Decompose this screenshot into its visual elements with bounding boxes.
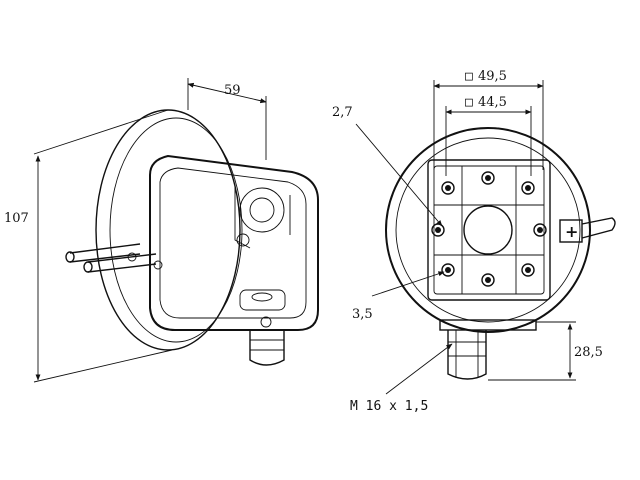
leader-2-7 [355,123,443,227]
plus-sign: + [565,222,578,241]
dim-107-ext-bottom [33,349,173,383]
housing-rim [109,117,243,343]
front-cover-inner [159,167,307,319]
housing-inner-circle [395,137,581,323]
bottom-flange [439,319,537,331]
pressure-nozzle-plus [581,217,616,239]
mounting-plate [427,159,551,301]
dim-59-line [187,82,267,104]
gland-opening [251,292,273,302]
nozzle-tip-upper [65,251,75,263]
label-3-5: 3,5 [352,307,373,322]
dim-28-label: 28,5 [574,345,603,360]
mounting-plate-inner [433,165,545,295]
housing-outer-circle [385,127,591,333]
cable-gland-front [447,330,487,380]
dim-59-label: 59 [224,83,241,98]
nozzle-block [559,219,583,243]
front-cover [149,154,319,331]
hole [481,273,495,287]
label-2-7: 2,7 [332,105,353,120]
adjust-knob [239,187,285,233]
center-bore [463,205,513,255]
pressure-nozzle-lower [87,253,157,273]
front-view: + □ 49,5 □ 44,5 2,7 3,5 28,5 M 16 x 1,5 [332,69,616,414]
nozzle-tip-lower [83,261,93,273]
dim-107-ext-top [33,109,169,155]
adjust-knob-center [249,197,275,223]
cable-gland-base [239,289,286,311]
mechanism-lines [234,185,291,249]
cable-gland-front-ribs [448,330,486,378]
hole [521,181,535,195]
cable-gland [249,330,285,366]
leader-thread [385,343,453,395]
dim-49-label: 49,5 [478,69,507,84]
housing-back-disc [95,109,241,351]
nozzle-screw [127,252,137,262]
plate-divisions [434,166,544,294]
dim-44-label: 44,5 [478,95,507,110]
hole [533,223,547,237]
hole [441,263,455,277]
hole [521,263,535,277]
square-mark-inner: □ [465,95,473,110]
hole [441,181,455,195]
perspective-view: 59 107 [4,78,319,383]
square-mark-outer: □ [465,69,473,84]
mechanism-pin [236,233,250,247]
leader-3-5 [371,271,445,297]
nozzle-screw-2 [153,260,163,270]
mounting-holes [431,171,547,287]
hole [481,171,495,185]
cover-screw [260,316,272,328]
dim-107-label: 107 [4,211,29,226]
label-thread: M 16 x 1,5 [350,399,428,414]
cable-gland-ribs [250,339,284,351]
